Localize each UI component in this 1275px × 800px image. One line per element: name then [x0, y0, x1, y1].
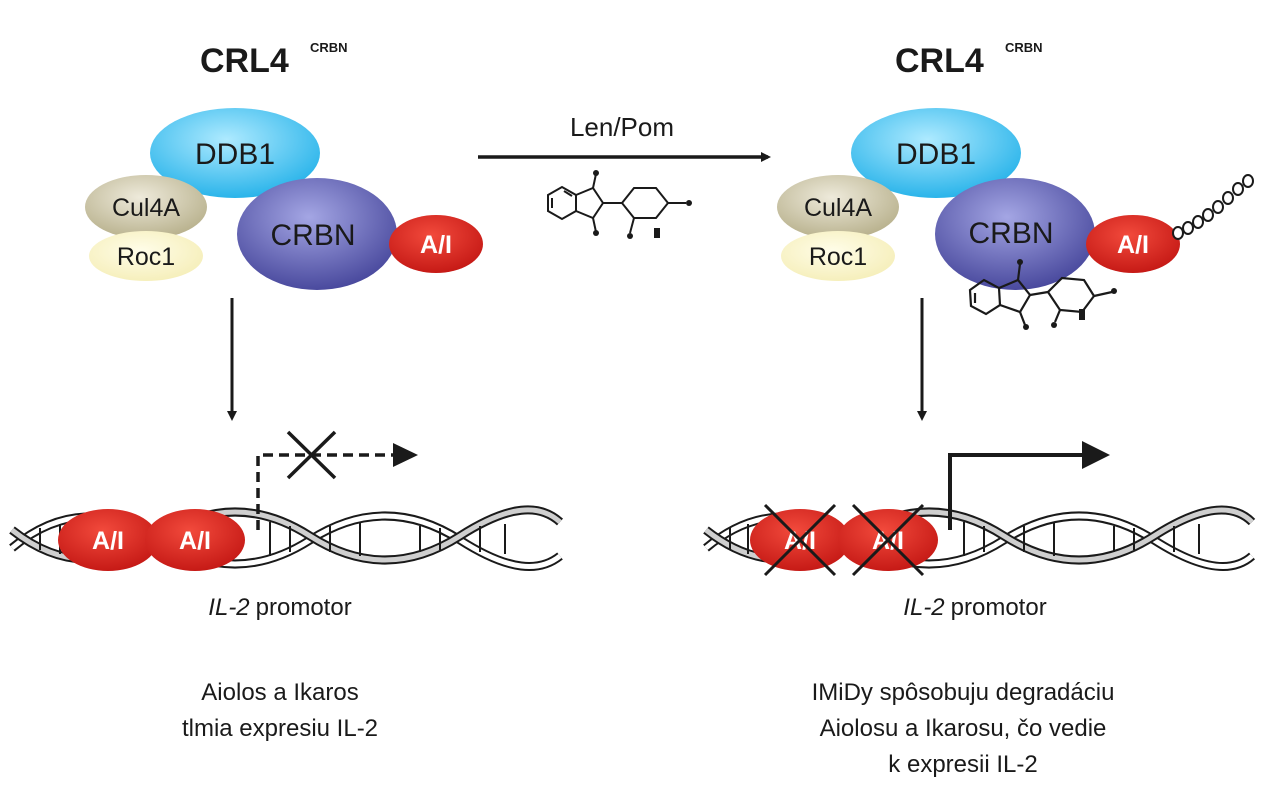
right-transcription-arrow — [948, 453, 1085, 530]
left-dna-ai-1-label: A/I — [92, 527, 124, 555]
left-promoter-label: IL-2 promotor — [208, 594, 351, 621]
drug-atom-icon — [593, 230, 599, 236]
right-promoter-word: promotor — [951, 594, 1047, 621]
left-promoter-word: promotor — [256, 594, 352, 621]
bound-drug-atom-icon — [1017, 259, 1023, 265]
left-caption-line-2: tlmia expresiu IL-2 — [182, 715, 378, 742]
left-ai-label: A/I — [420, 231, 452, 259]
left-promoter-gene: IL-2 — [208, 594, 249, 621]
bound-drug-nh-icon — [1079, 309, 1085, 320]
left-cul4a-blob — [85, 175, 207, 239]
left-caption-line-1: Aiolos a Ikaros — [201, 679, 358, 706]
right-roc1-blob — [781, 231, 895, 281]
center-reaction: Len/Pom — [478, 112, 771, 239]
left-dna-ai-2-label: A/I — [179, 527, 211, 555]
left-ddb1-blob — [150, 108, 320, 198]
drug-structure-icon — [547, 173, 686, 234]
right-ai-blob — [1086, 215, 1180, 273]
left-block-x-icon — [286, 430, 337, 480]
right-crbn-blob — [935, 178, 1095, 290]
left-ai-blob — [389, 215, 483, 273]
right-transcription-arrowhead-icon — [1082, 441, 1110, 469]
right-complex-title: CRL4 — [895, 42, 984, 80]
left-complex: CRL4 CRBN DDB1 Cul4A Roc1 CRBN A/I — [85, 40, 483, 290]
bound-drug-atom-icon — [1111, 288, 1117, 294]
right-complex: CRL4 CRBN DDB1 Cul4A Roc1 CRBN A/I — [777, 40, 1254, 330]
left-ddb1-label: DDB1 — [195, 138, 275, 171]
drug-label: Len/Pom — [570, 112, 674, 142]
left-blocked-transcription-arrow — [256, 453, 395, 530]
right-complex-superscript: CRBN — [1005, 40, 1043, 55]
left-roc1-label: Roc1 — [117, 243, 175, 271]
right-ddb1-label: DDB1 — [896, 138, 976, 171]
bound-drug-structure-icon — [968, 263, 1113, 326]
right-ddb1-blob — [851, 108, 1021, 198]
right-caption-line-3: k expresii IL-2 — [888, 751, 1037, 778]
ubiquitin-chain-icon — [1172, 174, 1254, 240]
drug-atom-icon — [686, 200, 692, 206]
left-dna-ai-2-blob — [145, 509, 245, 571]
left-crbn-label: CRBN — [270, 219, 355, 252]
left-complex-superscript: CRBN — [310, 40, 348, 55]
right-ai-label: A/I — [1117, 231, 1149, 259]
right-promoter-label: IL-2 promotor — [903, 594, 1046, 621]
right-promoter-gene: IL-2 — [903, 594, 944, 621]
bound-drug-atom-icon — [1023, 324, 1029, 330]
left-cul4a-label: Cul4A — [112, 194, 180, 222]
right-cul4a-blob — [777, 175, 899, 239]
drug-atom-icon — [627, 233, 633, 239]
right-caption-line-1: IMiDy spôsobuju degradáciu — [812, 679, 1115, 706]
drug-atom-icon — [593, 170, 599, 176]
left-blocked-arrowhead-icon — [393, 443, 418, 467]
left-complex-title: CRL4 — [200, 42, 289, 80]
bound-drug-atom-icon — [1051, 322, 1057, 328]
drug-nh-icon — [654, 228, 660, 238]
left-crbn-blob — [237, 178, 397, 290]
right-degraded-x-icon — [763, 503, 925, 577]
right-crbn-label: CRBN — [968, 217, 1053, 250]
left-dna-ai-1-blob — [58, 509, 158, 571]
right-caption-line-2: Aiolosu a Ikarosu, čo vedie — [820, 715, 1107, 742]
right-roc1-label: Roc1 — [809, 243, 867, 271]
right-cul4a-label: Cul4A — [804, 194, 872, 222]
left-roc1-blob — [89, 231, 203, 281]
